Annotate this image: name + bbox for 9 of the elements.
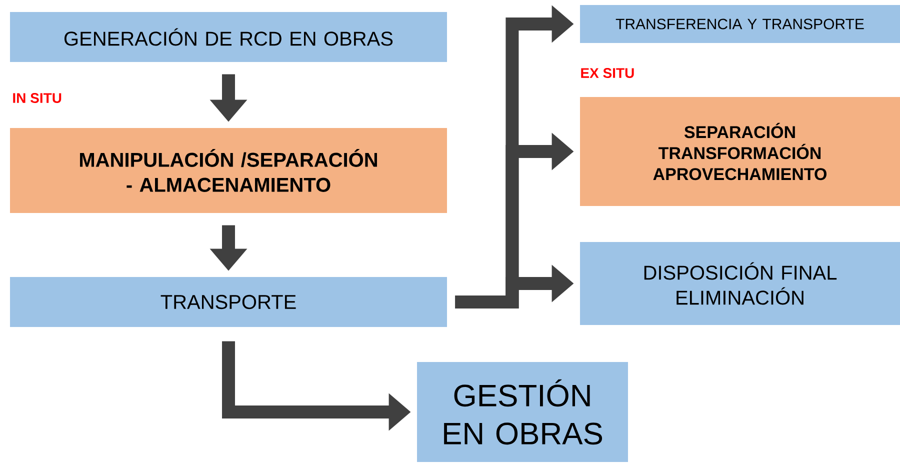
process-box: TRANSFERENCIA Y TRANSPORTE [580, 5, 900, 43]
process-box: SEPARACIÓN TRANSFORMACIÓN APROVECHAMIENTO [580, 97, 900, 206]
process-box: GESTIÓN EN OBRAS [417, 362, 628, 462]
process-box: TRANSPORTE [10, 277, 447, 327]
process-box: MANIPULACIÓN /SEPARACIÓN - ALMACENAMIENTO [10, 128, 447, 213]
process-box: GENERACIÓN DE RCD EN OBRAS [10, 12, 447, 62]
region-label: EX SITU [581, 68, 634, 78]
process-box: DISPOSICIÓN FINAL ELIMINACIÓN [580, 242, 900, 325]
region-label: IN SITU [13, 93, 62, 103]
